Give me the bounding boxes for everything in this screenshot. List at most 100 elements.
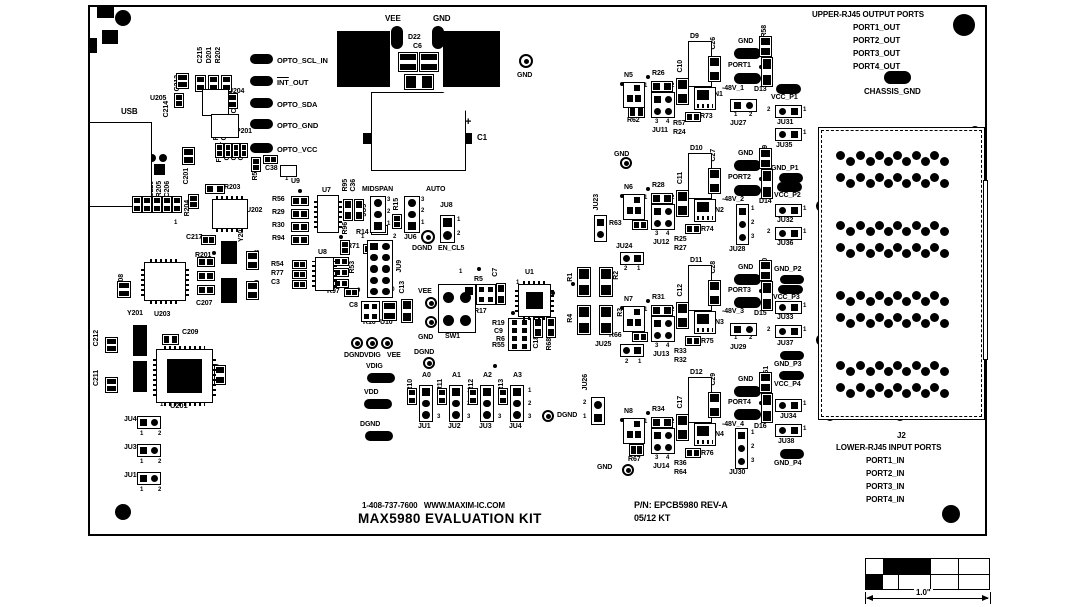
component-pad xyxy=(694,226,699,232)
port4-in-label: PORT4_IN xyxy=(866,495,905,504)
label-1: 1 xyxy=(361,234,365,240)
jumper-pin xyxy=(363,313,369,319)
jumper-JU4 xyxy=(510,385,524,422)
label-r205: R205 xyxy=(156,181,163,198)
component xyxy=(676,190,689,217)
label-gnd-p4: GND_P4 xyxy=(774,460,802,467)
component-pad xyxy=(164,206,170,211)
label-u10: U10 xyxy=(380,319,393,326)
pad-oval xyxy=(780,449,804,459)
rj45-pin xyxy=(845,248,855,258)
label-3: 3 xyxy=(655,455,659,461)
component-pad xyxy=(687,226,692,232)
component xyxy=(759,148,772,169)
component xyxy=(676,302,689,329)
label-ju4: JU4 xyxy=(509,423,522,430)
jumper-pin xyxy=(370,276,378,284)
component-pad xyxy=(301,237,307,243)
label-u204: U204 xyxy=(228,88,245,95)
pad-oval xyxy=(364,399,392,409)
label-r27: R27 xyxy=(674,245,687,252)
label-ju28: JU28 xyxy=(729,246,746,253)
jumper-JU24 xyxy=(620,252,644,265)
scale-bar-midline xyxy=(865,574,990,575)
jumper-pin xyxy=(597,231,604,239)
component-pad xyxy=(579,307,589,317)
pad xyxy=(626,319,633,327)
component-pad xyxy=(630,108,635,116)
jumper-pin xyxy=(791,207,799,214)
label-gnd: GND xyxy=(433,14,451,23)
component xyxy=(685,224,701,234)
jumper-JU30 xyxy=(735,428,748,469)
label-3: 3 xyxy=(437,414,441,420)
pins xyxy=(696,440,714,444)
pins xyxy=(312,261,316,287)
rj45-pin xyxy=(930,360,940,370)
jumper-pin xyxy=(522,328,528,334)
label-dgnd: DGND xyxy=(360,421,381,428)
label-dgnd: DGND xyxy=(557,412,578,419)
label-r64: R64 xyxy=(674,469,687,476)
component-pad xyxy=(107,339,116,344)
label-r5: R5 xyxy=(474,276,483,283)
jumper-pin xyxy=(665,219,672,227)
jumper-pin xyxy=(791,230,799,237)
label-midspan: MIDSPAN xyxy=(362,186,394,193)
component-pad xyxy=(470,390,476,395)
jumper-pin xyxy=(370,254,378,262)
jumper-pin xyxy=(443,218,452,227)
component xyxy=(215,143,224,158)
component-pad xyxy=(678,80,687,89)
rj45-pin xyxy=(865,318,875,328)
jumper-pin xyxy=(746,326,754,333)
pad-oval xyxy=(365,431,393,441)
jumper-pin xyxy=(791,108,799,115)
component xyxy=(197,257,215,267)
component xyxy=(142,196,152,213)
rj45-pin xyxy=(845,366,855,376)
label-1: 1 xyxy=(459,269,463,275)
label-n5: N5 xyxy=(624,72,633,79)
component-pad xyxy=(678,206,687,215)
component xyxy=(162,196,172,213)
component xyxy=(498,388,508,405)
rj45-pin xyxy=(921,318,930,328)
label-gnd: GND xyxy=(614,151,630,158)
label-c36: C36 xyxy=(350,179,357,192)
label-3: 3 xyxy=(655,343,659,349)
rj45-pin xyxy=(835,220,845,230)
component-pad xyxy=(242,151,246,156)
component-pad xyxy=(253,159,259,164)
component xyxy=(632,332,648,342)
jumper-pin xyxy=(594,400,602,409)
rj45-pin xyxy=(911,382,921,392)
pins xyxy=(522,281,547,285)
rj45-pin xyxy=(845,296,855,306)
label-2: 2 xyxy=(158,487,162,493)
component xyxy=(292,260,307,269)
rj45-pin xyxy=(874,242,884,252)
label-y201: Y201 xyxy=(127,310,143,317)
via-dot xyxy=(646,299,650,303)
label-c7: C7 xyxy=(492,268,499,277)
component-pad xyxy=(439,398,445,403)
label-r62: R62 xyxy=(627,117,640,124)
port2-out-label: PORT2_OUT xyxy=(853,36,901,45)
label-2: 2 xyxy=(625,359,629,365)
jumper-pin xyxy=(488,287,493,293)
component-pad xyxy=(400,54,416,60)
component-pad xyxy=(634,334,639,340)
component-pad xyxy=(687,114,692,120)
rj45-pin xyxy=(930,382,940,392)
rj45-pin xyxy=(835,242,845,252)
pins xyxy=(149,300,181,304)
jumper-pin xyxy=(665,443,672,451)
pad-oval xyxy=(734,386,761,397)
label--: + xyxy=(465,116,472,128)
component-pad xyxy=(394,222,400,227)
pins xyxy=(163,402,206,406)
label-port4: PORT4 xyxy=(728,399,751,406)
jumper-pin xyxy=(778,402,786,409)
rj45-pin xyxy=(865,226,875,236)
